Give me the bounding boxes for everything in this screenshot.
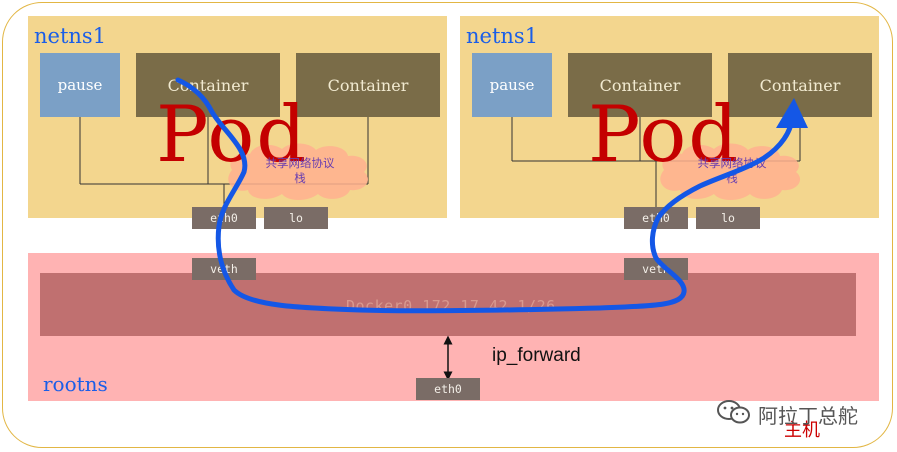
stack-text-left: 共享网络协议 栈 <box>246 156 354 186</box>
veth-left: veth <box>192 258 256 280</box>
stack-text-right: 共享网络协议 栈 <box>678 156 786 186</box>
docker0-bridge-label: Docker0 172.17.42.1/26 <box>346 297 556 315</box>
eth0-left: eth0 <box>192 207 256 229</box>
stack-text-left-line1: 共享网络协议 <box>265 156 335 170</box>
rootns-label: rootns <box>43 372 108 396</box>
pause-box-right: pause <box>472 53 552 117</box>
veth-right: veth <box>624 258 688 280</box>
watermark-text: 阿拉丁总舵 <box>758 404 858 428</box>
stack-text-right-line1: 共享网络协议 <box>697 156 767 170</box>
host-label: 主机 <box>784 420 820 441</box>
eth0-right: eth0 <box>624 207 688 229</box>
eth0-host: eth0 <box>416 378 480 400</box>
stack-text-right-line2: 栈 <box>726 171 738 185</box>
container-right-2: Container <box>728 53 872 117</box>
lo-right: lo <box>696 207 760 229</box>
ip-forward-label: ip_forward <box>492 345 581 366</box>
netns-left-label: netns1 <box>34 24 107 48</box>
container-left-2: Container <box>296 53 440 117</box>
stack-text-left-line2: 栈 <box>294 171 306 185</box>
lo-left: lo <box>264 207 328 229</box>
pause-box-left: pause <box>40 53 120 117</box>
netns-right-label: netns1 <box>466 24 539 48</box>
wechat-icon <box>716 398 752 430</box>
